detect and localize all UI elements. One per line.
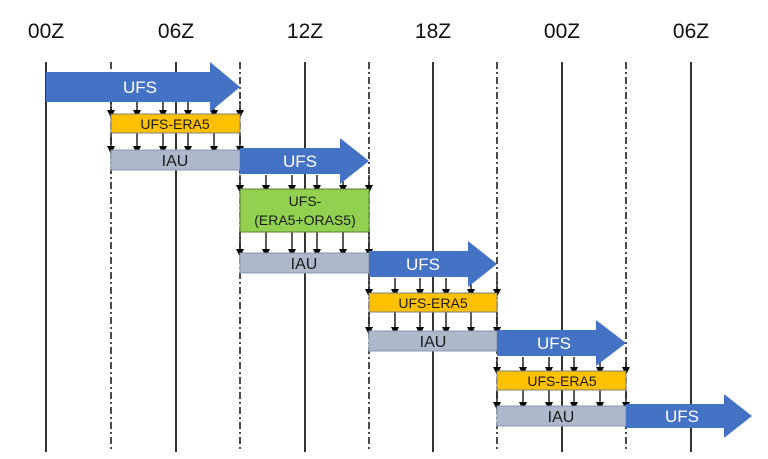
ufs-forecast-arrow [46, 62, 240, 112]
time-header: 00Z [28, 20, 64, 43]
era5-box [110, 113, 241, 134]
cycle-4: UFS UFS-ERA5 IAU UFS [496, 320, 752, 438]
cycle-3: UFS UFS-ERA5 IAU [368, 241, 498, 352]
time-header: 12Z [287, 20, 323, 43]
iau-label: IAU [291, 256, 318, 273]
era5-label: UFS-ERA5 [140, 116, 209, 132]
time-header: 06Z [158, 20, 194, 43]
era5-box [368, 292, 498, 313]
arrows-layer [107, 101, 630, 410]
time-header: 18Z [415, 20, 451, 43]
cycle-1: UFS UFS-ERA5 IAU [46, 62, 241, 171]
ufs-label: UFS [406, 255, 440, 274]
time-header: 00Z [544, 20, 580, 43]
ufs-forecast-arrow [240, 138, 369, 184]
ufs-label: UFS [665, 407, 699, 426]
coupled-box [239, 188, 370, 233]
cycle-2: UFS UFS- (ERA5+ORAS5) IAU [239, 138, 370, 274]
ufs-forecast-arrow [626, 394, 752, 438]
iau-label: IAU [162, 153, 189, 170]
time-headers: 00Z 06Z 12Z 18Z 00Z 06Z [28, 20, 709, 43]
ufs-label: UFS [123, 78, 157, 97]
ufs-forecast-arrow [497, 320, 626, 366]
era5-label: UFS-ERA5 [527, 373, 596, 389]
iau-label: IAU [548, 409, 575, 426]
coupled-label-line1: UFS- [289, 193, 322, 209]
era5-label: UFS-ERA5 [398, 295, 467, 311]
era5-box [496, 370, 627, 391]
iau-label: IAU [420, 334, 447, 351]
coupled-label-line2: (ERA5+ORAS5) [254, 212, 356, 228]
time-header: 06Z [673, 20, 709, 43]
ufs-label: UFS [283, 152, 317, 171]
ufs-forecast-arrow [369, 241, 497, 287]
ufs-label: UFS [537, 334, 571, 353]
